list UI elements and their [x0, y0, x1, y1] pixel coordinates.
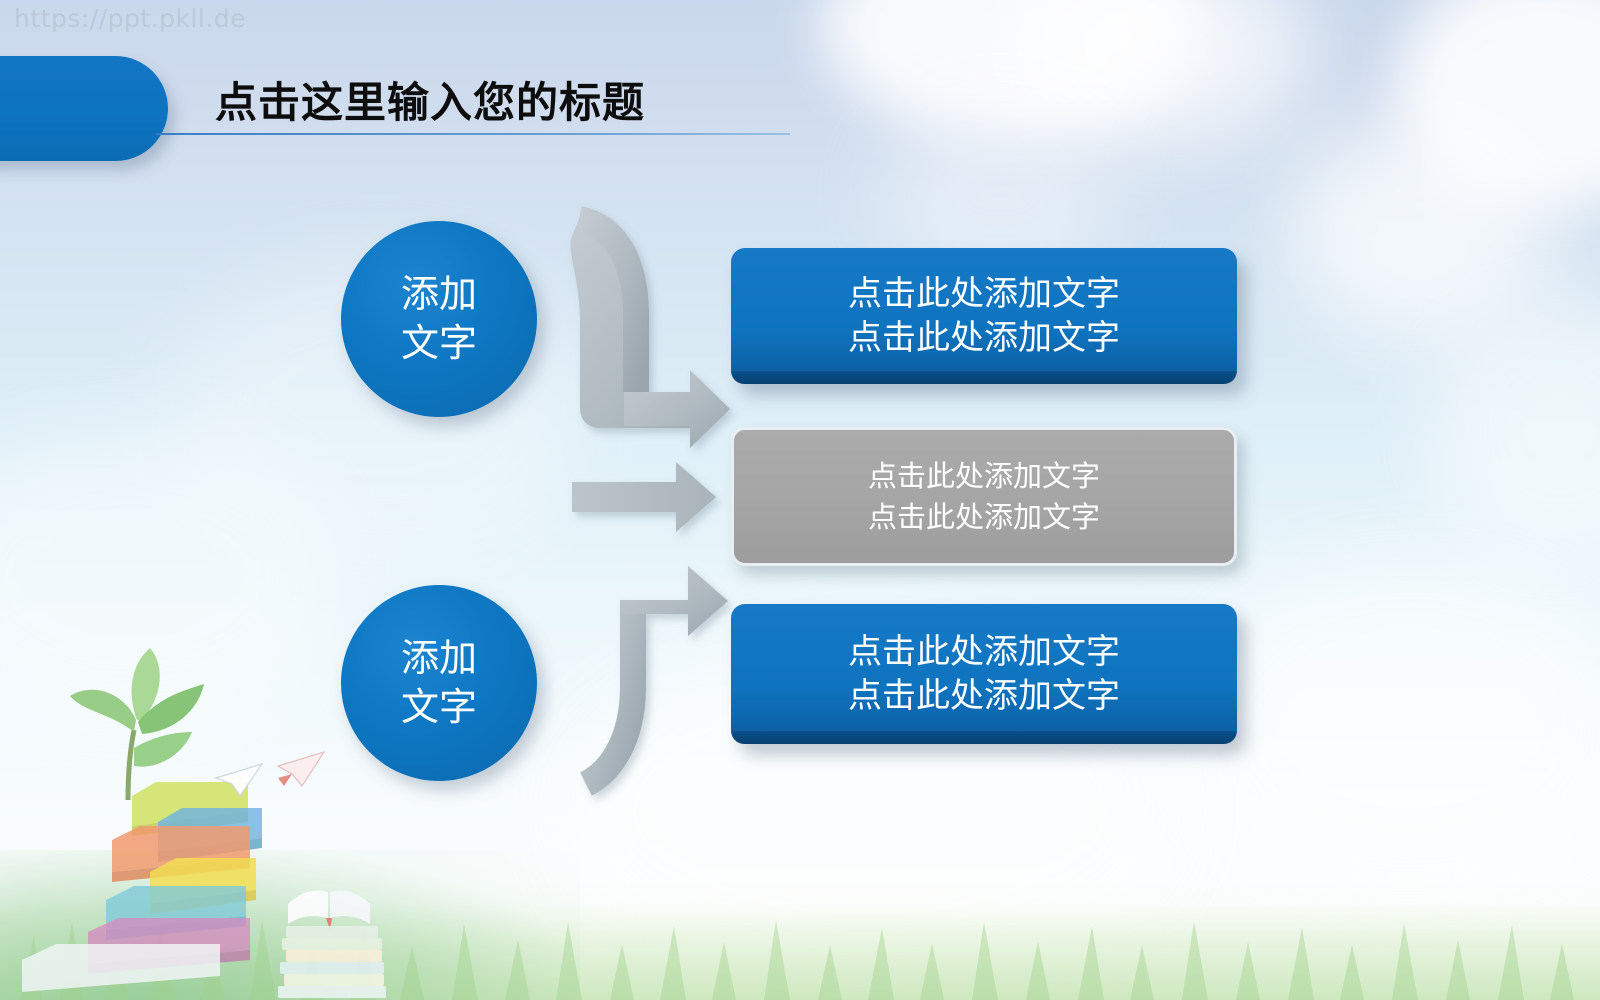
circle-label-1[interactable]: 添加 文字 [341, 221, 537, 417]
open-book-icon [278, 890, 386, 998]
circle-label-1-line2: 文字 [400, 321, 477, 365]
books-illustration [22, 648, 386, 998]
content-box-1-line1: 点击此处添加文字 [848, 273, 1120, 314]
paper-planes-icon [214, 750, 326, 798]
page-title: 点击这里输入您的标题 [215, 78, 646, 127]
arrow-curve-bottom [579, 566, 728, 796]
circle-label-2-line2: 文字 [400, 685, 477, 729]
cloud-shape [1010, 0, 1310, 150]
arrow-straight-middle [572, 462, 716, 532]
arrow-curve-top [570, 206, 730, 448]
cloud-shape [1430, 300, 1600, 560]
content-box-3[interactable]: 点击此处添加文字 点击此处添加文字 [731, 604, 1237, 744]
content-box-2-line2: 点击此处添加文字 [867, 499, 1100, 534]
content-box-3-line1: 点击此处添加文字 [848, 631, 1120, 672]
circle-label-1-line1: 添加 [400, 272, 477, 317]
cloud-shape [1180, 560, 1600, 900]
circle-label-2[interactable]: 添加 文字 [341, 585, 537, 781]
content-box-2-line1: 点击此处添加文字 [867, 459, 1100, 494]
cloud-shape [820, 0, 1200, 140]
content-box-3-line2: 点击此处添加文字 [848, 676, 1120, 716]
content-box-1-line2: 点击此处添加文字 [848, 318, 1120, 358]
circle-label-2-line1: 添加 [400, 636, 477, 681]
content-box-2[interactable]: 点击此处添加文字 点击此处添加文字 [731, 427, 1237, 566]
content-box-1[interactable]: 点击此处添加文字 点击此处添加文字 [731, 248, 1237, 384]
sprout-icon [70, 648, 204, 801]
cloud-shape [1290, 120, 1550, 340]
stacked-books-icon [22, 782, 262, 992]
cloud-shape [1395, 0, 1600, 210]
header-accent-pill [0, 56, 168, 161]
watermark-url: https://ppt.pkll.de [14, 4, 247, 33]
title-underline [156, 133, 790, 135]
